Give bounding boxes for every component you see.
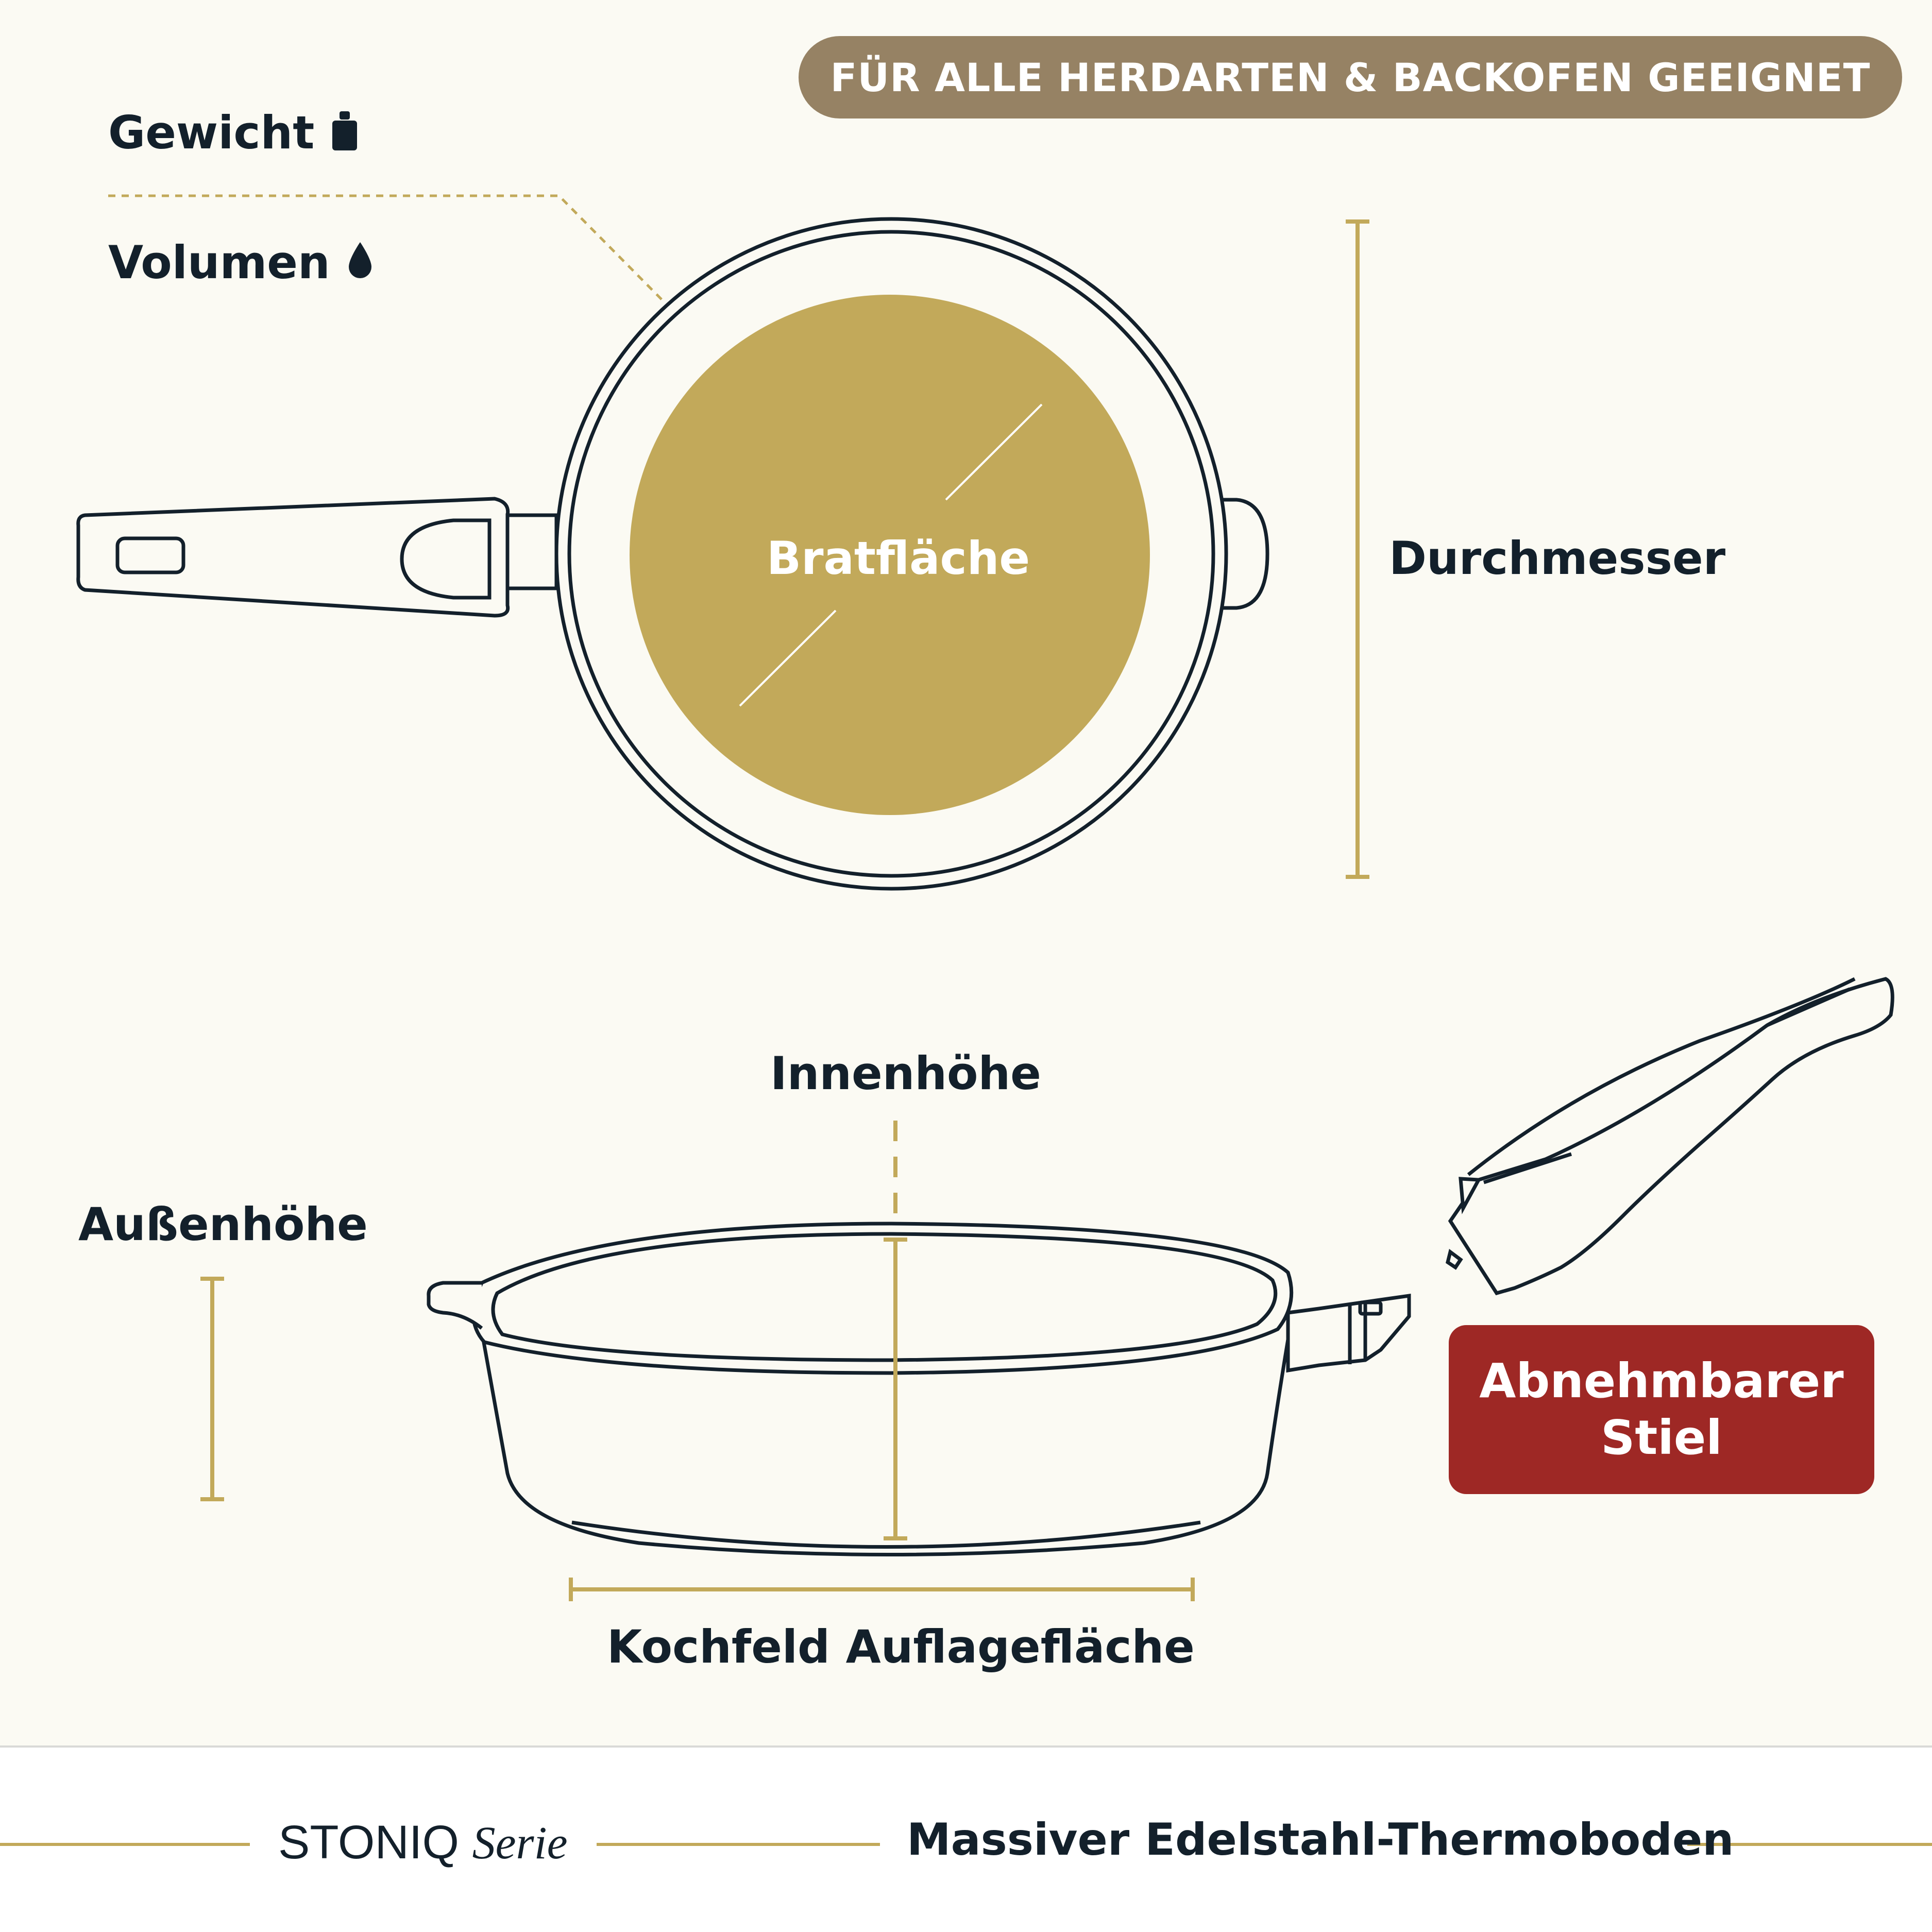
volume-label: Volumen bbox=[108, 240, 375, 285]
outer-height-dimension bbox=[200, 1277, 224, 1501]
drop-icon bbox=[349, 242, 372, 278]
detachable-handle-callout: Abnehmbarer Stiel bbox=[1449, 1325, 1874, 1494]
footer-divider-right bbox=[1687, 1843, 1932, 1846]
callout-line1: Abnehmbarer bbox=[1479, 1353, 1844, 1409]
badge-text: FÜR ALLE HERDARTEN & BACKOFEN GEEIGNET bbox=[830, 54, 1871, 100]
brand-series: Serie bbox=[472, 1818, 568, 1869]
stove-compatibility-badge: FÜR ALLE HERDARTEN & BACKOFEN GEEIGNET bbox=[799, 36, 1902, 118]
footer-bar bbox=[0, 1748, 1932, 1932]
callout-line2: Stiel bbox=[1601, 1410, 1722, 1465]
diameter-label: Durchmesser bbox=[1389, 532, 1726, 585]
hob-surface-dimension bbox=[569, 1578, 1195, 1601]
outer-height-label: Außenhöhe bbox=[78, 1198, 368, 1251]
pan-side-lip bbox=[427, 1281, 483, 1330]
inner-height-dimension bbox=[884, 1121, 907, 1540]
handle-top-view bbox=[76, 497, 510, 618]
frying-surface-glint-2 bbox=[739, 609, 837, 707]
handle-grip-slot bbox=[115, 536, 185, 574]
pan-side-outer-rim bbox=[471, 1222, 1294, 1375]
inner-height-label: Innenhöhe bbox=[770, 1047, 1041, 1100]
handle-end-detail bbox=[400, 518, 492, 600]
detachable-handle-drawing bbox=[1446, 977, 1894, 1296]
pan-side-view bbox=[427, 1222, 1411, 1556]
handle-neck bbox=[505, 513, 558, 590]
pan-side-inner-rim bbox=[491, 1232, 1278, 1362]
footer-divider-middle bbox=[597, 1843, 880, 1846]
diameter-dimension bbox=[1346, 219, 1369, 879]
pan-inner-rim bbox=[567, 230, 1215, 878]
footer-brand: STONIQ Serie bbox=[278, 1816, 568, 1870]
weight-icon bbox=[332, 111, 357, 150]
weight-label: Gewicht bbox=[108, 110, 359, 156]
pan-side-base bbox=[571, 1520, 1201, 1549]
hob-surface-label: Kochfeld Auflagefläche bbox=[607, 1620, 1195, 1673]
footer-divider-left bbox=[0, 1843, 250, 1846]
leader-line bbox=[108, 194, 663, 301]
pan-side-body bbox=[481, 1339, 1290, 1556]
footer-tagline: Massiver Edelstahl-Thermoboden bbox=[907, 1814, 1734, 1866]
frying-surface-glint-1 bbox=[945, 403, 1043, 501]
frying-surface-label: Bratfläche bbox=[767, 532, 1030, 585]
brand-name: STONIQ bbox=[278, 1816, 460, 1869]
